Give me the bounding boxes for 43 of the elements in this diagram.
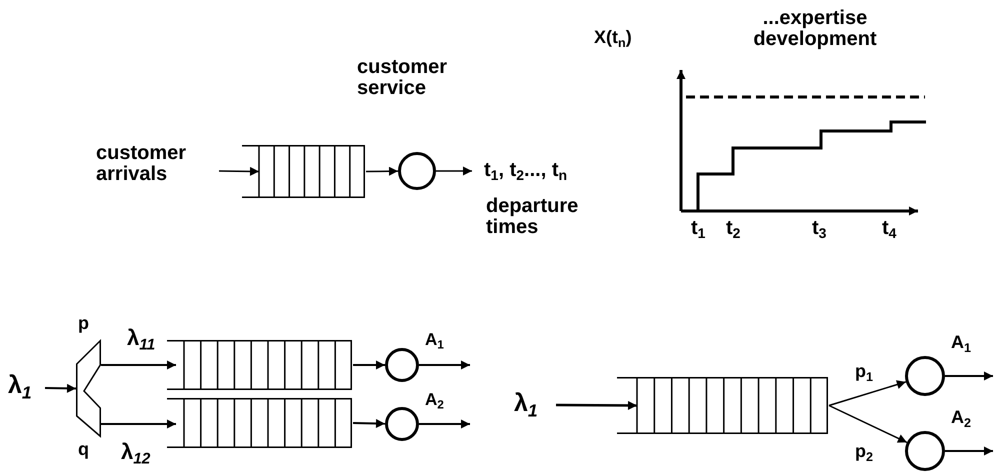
service-label: customer service (357, 57, 447, 99)
arrow (945, 372, 993, 380)
edge-label: A$_{1}$ (424, 331, 445, 352)
arrow (366, 166, 398, 176)
splitter-symbol (76, 340, 101, 437)
departure-caption: departure times (486, 196, 580, 238)
server-circle (905, 431, 945, 471)
server-circle (385, 348, 419, 382)
axis-label: X(t$_{n}$) (594, 28, 632, 50)
arrow (101, 360, 176, 370)
tick-label: t$_{3}$ (812, 218, 826, 241)
arrow (101, 420, 176, 428)
edge-label: A$_{2}$ (424, 391, 445, 412)
arrow (945, 446, 993, 456)
queue-buffer (617, 377, 828, 434)
arrival-rate-label: λ$_{1}$ (8, 372, 44, 404)
arrow (556, 400, 637, 410)
queue-buffer (167, 398, 352, 448)
arrow (419, 420, 470, 428)
server-circle (398, 152, 436, 190)
arrival-rate-label: λ$_{1}$ (514, 390, 552, 422)
queue-buffer (242, 145, 365, 198)
arrow (436, 166, 472, 176)
departure-times-label: t$_{1}$, t$_{2}$..., t$_{n}$ (484, 160, 568, 183)
server-circle (905, 356, 945, 396)
arrow (352, 418, 386, 428)
arrow (218, 166, 260, 176)
arrow (828, 380, 906, 406)
probability-label: p (78, 314, 89, 333)
server-circle (385, 407, 419, 441)
tick-label: t$_{1}$ (691, 218, 706, 241)
queue-buffer (167, 340, 352, 390)
probability-label: q (78, 440, 89, 459)
arrow (419, 360, 470, 370)
arrow (44, 384, 76, 393)
edge-label: A$_{1}$ (950, 333, 972, 355)
arrow (828, 404, 908, 444)
edge-label: A$_{2}$ (950, 408, 972, 430)
tick-label: t$_{4}$ (882, 218, 896, 241)
arrow (353, 360, 385, 370)
arrivals-label: customer arrivals (96, 143, 218, 199)
tick-label: t$_{2}$ (726, 218, 740, 241)
chart-title: ...expertise development (752, 8, 878, 50)
